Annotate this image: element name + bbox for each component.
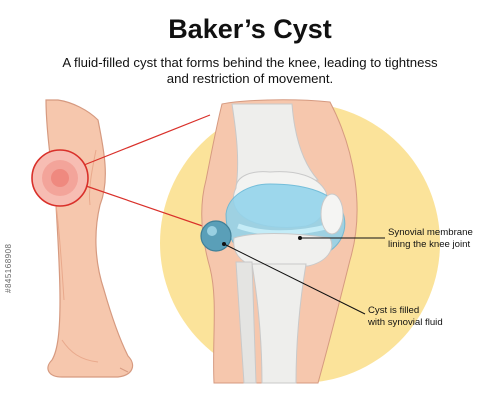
membrane-label-line-1: Synovial membrane <box>388 227 473 238</box>
knee-cross-section <box>200 99 358 384</box>
cyst-label-line-2: with synovial fluid <box>368 317 443 328</box>
pointer-line-lower <box>85 185 221 233</box>
cyst-label-line-1: Cyst is filled <box>368 305 420 316</box>
subtitle-line-2: and restriction of movement. <box>166 71 334 86</box>
leg-illustration <box>45 99 134 378</box>
membrane-label-line-2: lining the knee joint <box>388 239 471 250</box>
stock-image-id: #845168908 <box>4 243 13 294</box>
bakers-cyst <box>200 220 232 252</box>
page-subtitle: A fluid-filled cyst that forms behind th… <box>40 55 460 87</box>
subtitle-line-1: A fluid-filled cyst that forms behind th… <box>62 55 438 70</box>
synovial-membrane-label: Synovial membrane lining the knee joint <box>388 227 473 251</box>
page-title: Baker’s Cyst <box>168 14 332 44</box>
cyst-leader-line <box>223 243 366 315</box>
pointer-line-upper <box>83 114 211 166</box>
cyst-fluid-label: Cyst is filled with synovial fluid <box>368 305 443 329</box>
